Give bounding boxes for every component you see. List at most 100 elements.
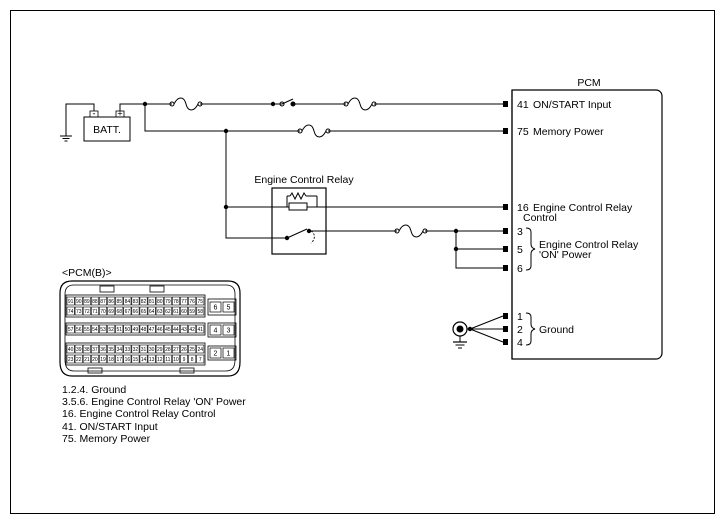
connector-pin-number: 11 <box>165 357 170 363</box>
connector-pin-number: 61 <box>173 309 179 315</box>
connector-pin-number: 86 <box>108 299 114 305</box>
connector-pin-cell <box>155 296 164 306</box>
connector-pin-cell <box>147 306 156 316</box>
connector-pin-number: 41 <box>197 327 203 333</box>
connector-pin-cell <box>180 344 188 354</box>
connector-pin-number: 36 <box>100 347 106 353</box>
connector-pin-number: 88 <box>92 299 98 305</box>
connector-pin-number: 13 <box>149 357 155 363</box>
connector-pin-number: 32 <box>133 347 139 353</box>
connector-pin-number: 12 <box>157 357 163 363</box>
group-relay-power-line2: 'ON' Power <box>539 249 592 261</box>
connector-pin-number: 87 <box>100 299 106 305</box>
connector-pin-cell <box>222 347 235 359</box>
connector-pin-number: 57 <box>68 327 74 333</box>
connector-pin-number: 37 <box>92 347 98 353</box>
legend-line: 1.2.4. Ground <box>62 384 127 396</box>
connector-pin-cell <box>131 306 140 316</box>
pin-4-num: 4 <box>517 337 523 349</box>
connector-pin-cell <box>222 301 235 313</box>
connector-pin-cell <box>123 306 132 316</box>
connector-pin-number: 54 <box>92 327 98 333</box>
connector-pin-number: 16 <box>125 357 131 363</box>
pin-16-label-line2: Control <box>523 212 557 224</box>
pin-3-num: 3 <box>517 226 523 238</box>
pin-5-num: 5 <box>517 244 523 256</box>
connector-pin-number: 10 <box>173 357 179 363</box>
connector-pin-number: 39 <box>76 347 82 353</box>
connector-pin-cell <box>66 296 75 306</box>
connector-pin-cell <box>115 324 124 334</box>
connector-pin-cell <box>82 324 91 334</box>
connector-title: <PCM(B)> <box>62 267 112 279</box>
group-ground-label: Ground <box>539 324 574 336</box>
pin-75-label: Memory Power <box>533 126 604 138</box>
connector-pin-number: 22 <box>76 357 82 363</box>
brace-ground <box>525 312 536 346</box>
connector-pin-number: 47 <box>149 327 155 333</box>
connector-pin-cell <box>172 306 180 316</box>
connector-pin-number: 43 <box>181 327 187 333</box>
connector-pin-number: 53 <box>100 327 106 333</box>
connector-pin-cell <box>91 344 99 354</box>
connector-pin-cell <box>139 354 148 364</box>
connector-pin-number: 84 <box>125 299 131 305</box>
pin-legend: 1.2.4. Ground 3.5.6. Engine Control Rela… <box>62 384 246 445</box>
connector-pin-cell <box>131 344 140 354</box>
connector-pin-number: 65 <box>141 309 147 315</box>
connector-pin-cell <box>123 324 132 334</box>
pin-41-num: 41 <box>517 99 529 111</box>
battery: - + BATT. <box>83 109 131 142</box>
pcm-box <box>511 89 663 360</box>
connector-pin-cell <box>139 296 148 306</box>
connector-pin-cell <box>66 306 75 316</box>
pin-2-num: 2 <box>517 324 523 336</box>
connector-pin-number: 24 <box>197 347 203 353</box>
connector-pin-number: 90 <box>76 299 82 305</box>
pin-41-label: ON/START Input <box>533 99 611 111</box>
connector-pin-number: 48 <box>141 327 147 333</box>
pin-16-num: 16 <box>517 202 529 214</box>
connector-pin-cell <box>155 344 164 354</box>
connector-pin-number: 45 <box>165 327 171 333</box>
connector-pin-number: 68 <box>116 309 122 315</box>
connector-pin-number: 44 <box>173 327 179 333</box>
connector-pin-number: 83 <box>133 299 139 305</box>
connector-pin-cell <box>196 324 205 334</box>
connector-pin-cell <box>163 354 172 364</box>
connector-pin-cell <box>107 306 116 316</box>
battery-label: BATT. <box>93 124 121 136</box>
connector-pin-number: 77 <box>181 299 187 305</box>
connector-pin-cell <box>196 354 205 364</box>
connector-pin-cell <box>163 324 172 334</box>
connector-pin-number: 18 <box>108 357 114 363</box>
connector-pin-cell <box>188 324 197 334</box>
connector-pin-cell <box>155 354 164 364</box>
connector-pin-cell <box>180 324 188 334</box>
connector-pin-number: 69 <box>108 309 114 315</box>
connector-pin-cell <box>139 344 148 354</box>
connector-pin-cell <box>74 296 83 306</box>
connector-pin-number: 31 <box>141 347 147 353</box>
connector-pin-number: 59 <box>189 309 195 315</box>
connector-pin-cell <box>172 344 180 354</box>
fuse-icon <box>297 124 331 138</box>
connector-pin-number: 51 <box>116 327 122 333</box>
connector-pin-cell <box>209 324 222 336</box>
connector-pin-cell <box>74 354 83 364</box>
connector-pin-number: 49 <box>133 327 139 333</box>
connector-pin-number: 19 <box>100 357 106 363</box>
connector-pin-cell <box>66 344 75 354</box>
connector-pin-number: 27 <box>173 347 179 353</box>
connector-pin-number: 4 <box>214 328 218 335</box>
connector-pin-number: 1 <box>227 351 231 358</box>
connector-pin-number: 82 <box>141 299 147 305</box>
connector-pin-number: 55 <box>84 327 90 333</box>
connector-pin-number: 9 <box>183 357 186 363</box>
connector-pin-number: 38 <box>84 347 90 353</box>
connector-pin-cell <box>155 306 164 316</box>
connector-pin-cell <box>82 296 91 306</box>
connector-pin-number: 33 <box>125 347 131 353</box>
connector-pin-cell <box>91 324 99 334</box>
connector-pin-cell <box>147 324 156 334</box>
